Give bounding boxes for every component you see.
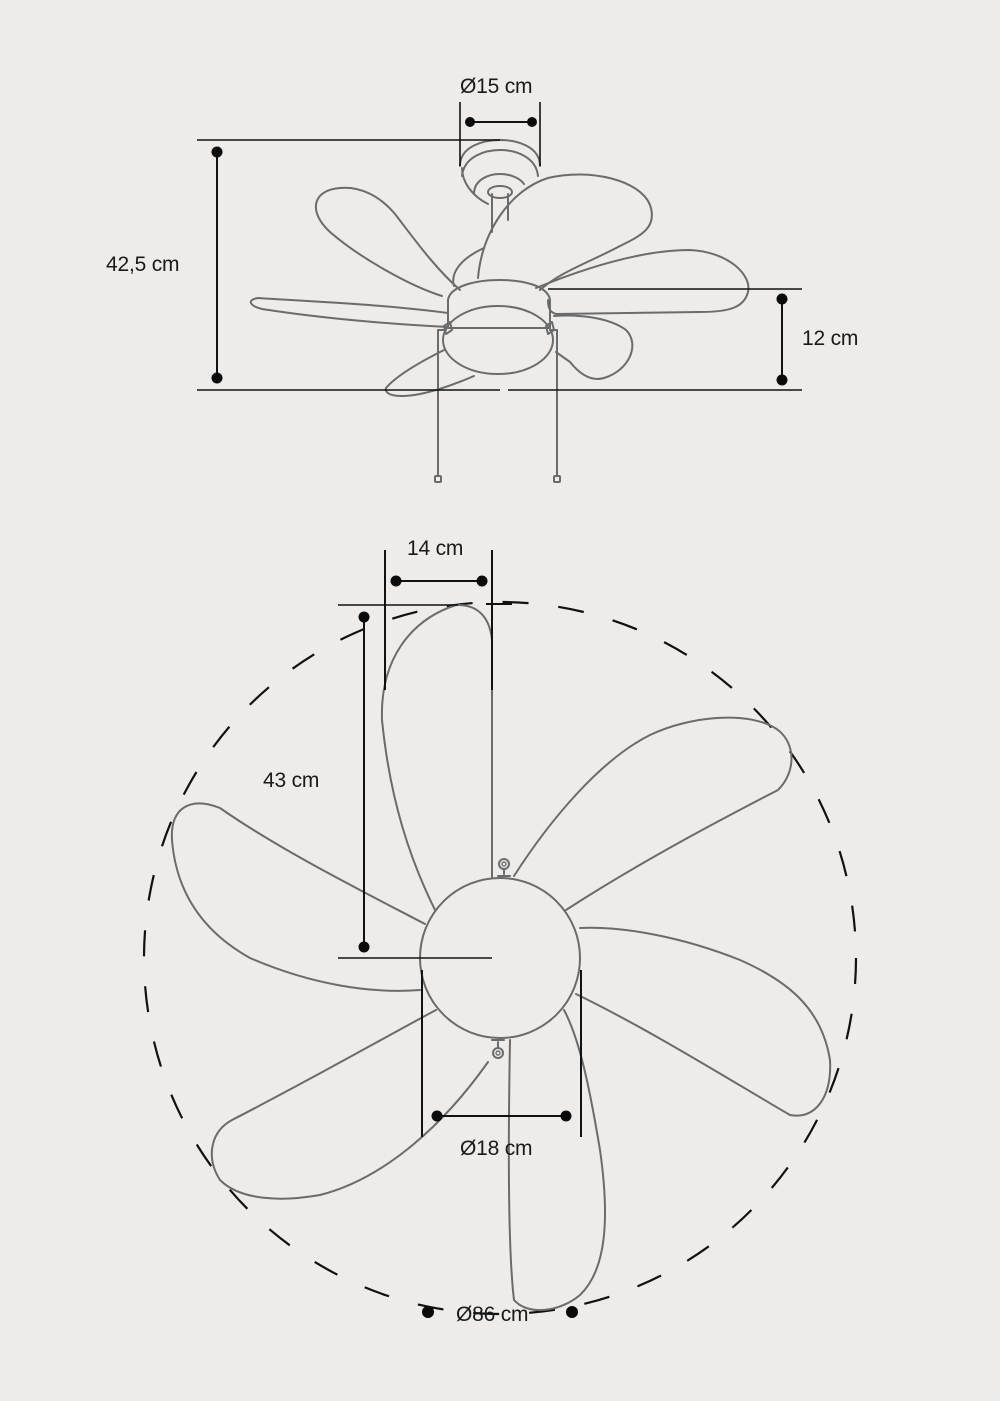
- hub-chain-top: [497, 858, 511, 877]
- side-blade-left: [249, 297, 449, 328]
- label-total-diameter: Ø86 cm: [456, 1303, 529, 1326]
- blade-upper-right: [513, 716, 793, 911]
- dim-blade-length: [338, 604, 492, 959]
- side-blade-lower-right: [553, 314, 634, 380]
- label-hub-diameter: Ø18 cm: [460, 1137, 533, 1160]
- dim-blade-width: [384, 550, 512, 690]
- side-blade-top-right: [477, 173, 653, 291]
- dim-total-diameter: [422, 1306, 578, 1318]
- dim-light-height: [508, 288, 802, 391]
- pull-chain-right: [549, 329, 561, 483]
- motor-housing: [447, 279, 551, 329]
- label-total-height: 42,5 cm: [106, 253, 180, 276]
- label-canopy-diameter: Ø15 cm: [460, 75, 533, 98]
- label-blade-width: 14 cm: [407, 537, 464, 560]
- blade-top: [380, 603, 493, 913]
- side-blade-lower-left: [384, 349, 475, 397]
- canopy: [459, 139, 541, 205]
- side-blade-right: [535, 249, 750, 315]
- side-blade-upper-left: [314, 186, 461, 297]
- pull-chain-left: [434, 329, 447, 483]
- label-light-height: 12 cm: [802, 327, 859, 350]
- dim-canopy-diameter: [459, 102, 541, 166]
- blade-lower-right: [575, 926, 832, 1117]
- downrod: [491, 193, 509, 233]
- sweep-circle: [142, 600, 858, 1316]
- blade-lower-left: [211, 1009, 489, 1200]
- light-dome: [442, 305, 554, 375]
- dim-hub-diameter: [421, 970, 582, 1137]
- label-blade-length: 43 cm: [263, 769, 320, 792]
- side-view: [197, 102, 802, 483]
- side-blade-back: [452, 247, 485, 287]
- hub-chain-bottom: [491, 1039, 505, 1059]
- blade-bottom: [507, 1009, 607, 1312]
- dim-total-height: [197, 139, 500, 391]
- bottom-view: [142, 550, 858, 1318]
- blade-left: [170, 802, 426, 992]
